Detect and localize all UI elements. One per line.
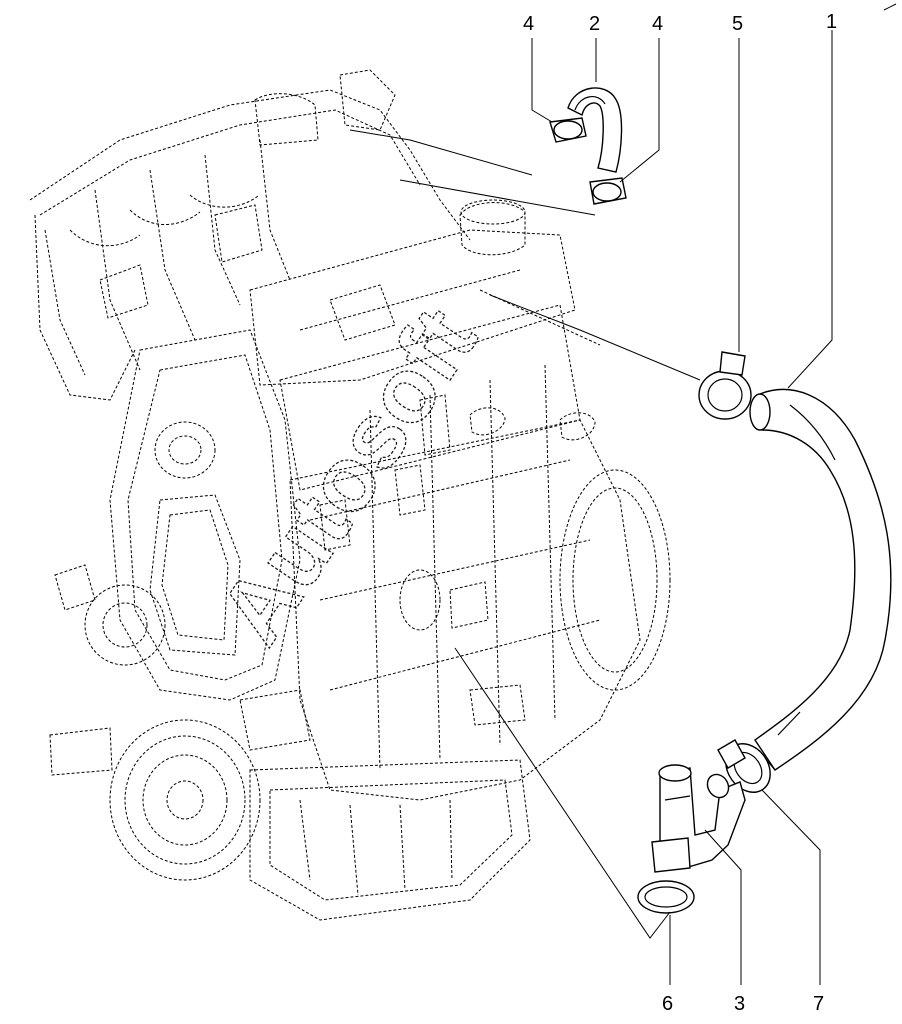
engine-block bbox=[29, 69, 671, 921]
part-5-hose-clamp bbox=[698, 351, 752, 420]
callout-2-small-hose: 2 bbox=[589, 13, 600, 35]
part-7-hose-clamp bbox=[717, 739, 771, 793]
callout-4-upper-clamp: 4 bbox=[523, 13, 534, 35]
part-3-outlet-pipe bbox=[651, 764, 746, 873]
callout-4-lower-clamp: 4 bbox=[652, 13, 663, 35]
part-1-coolant-hose bbox=[749, 388, 892, 771]
corner-mark bbox=[883, 3, 897, 11]
callout-3-outlet-pipe: 3 bbox=[734, 993, 745, 1015]
part-4-clamp-lower bbox=[589, 177, 627, 205]
part-6-o-ring bbox=[637, 880, 695, 914]
watermark-text: Autosoft bbox=[200, 291, 496, 662]
callout-1-coolant-hose: 1 bbox=[826, 11, 837, 33]
callout-6-o-ring: 6 bbox=[662, 993, 673, 1015]
leader-lines bbox=[349, 30, 833, 985]
callout-5-clamp: 5 bbox=[732, 13, 743, 35]
part-2-small-hose bbox=[567, 87, 623, 173]
callout-7-clamp: 7 bbox=[813, 993, 824, 1015]
part-4-clamp-upper bbox=[549, 117, 587, 143]
